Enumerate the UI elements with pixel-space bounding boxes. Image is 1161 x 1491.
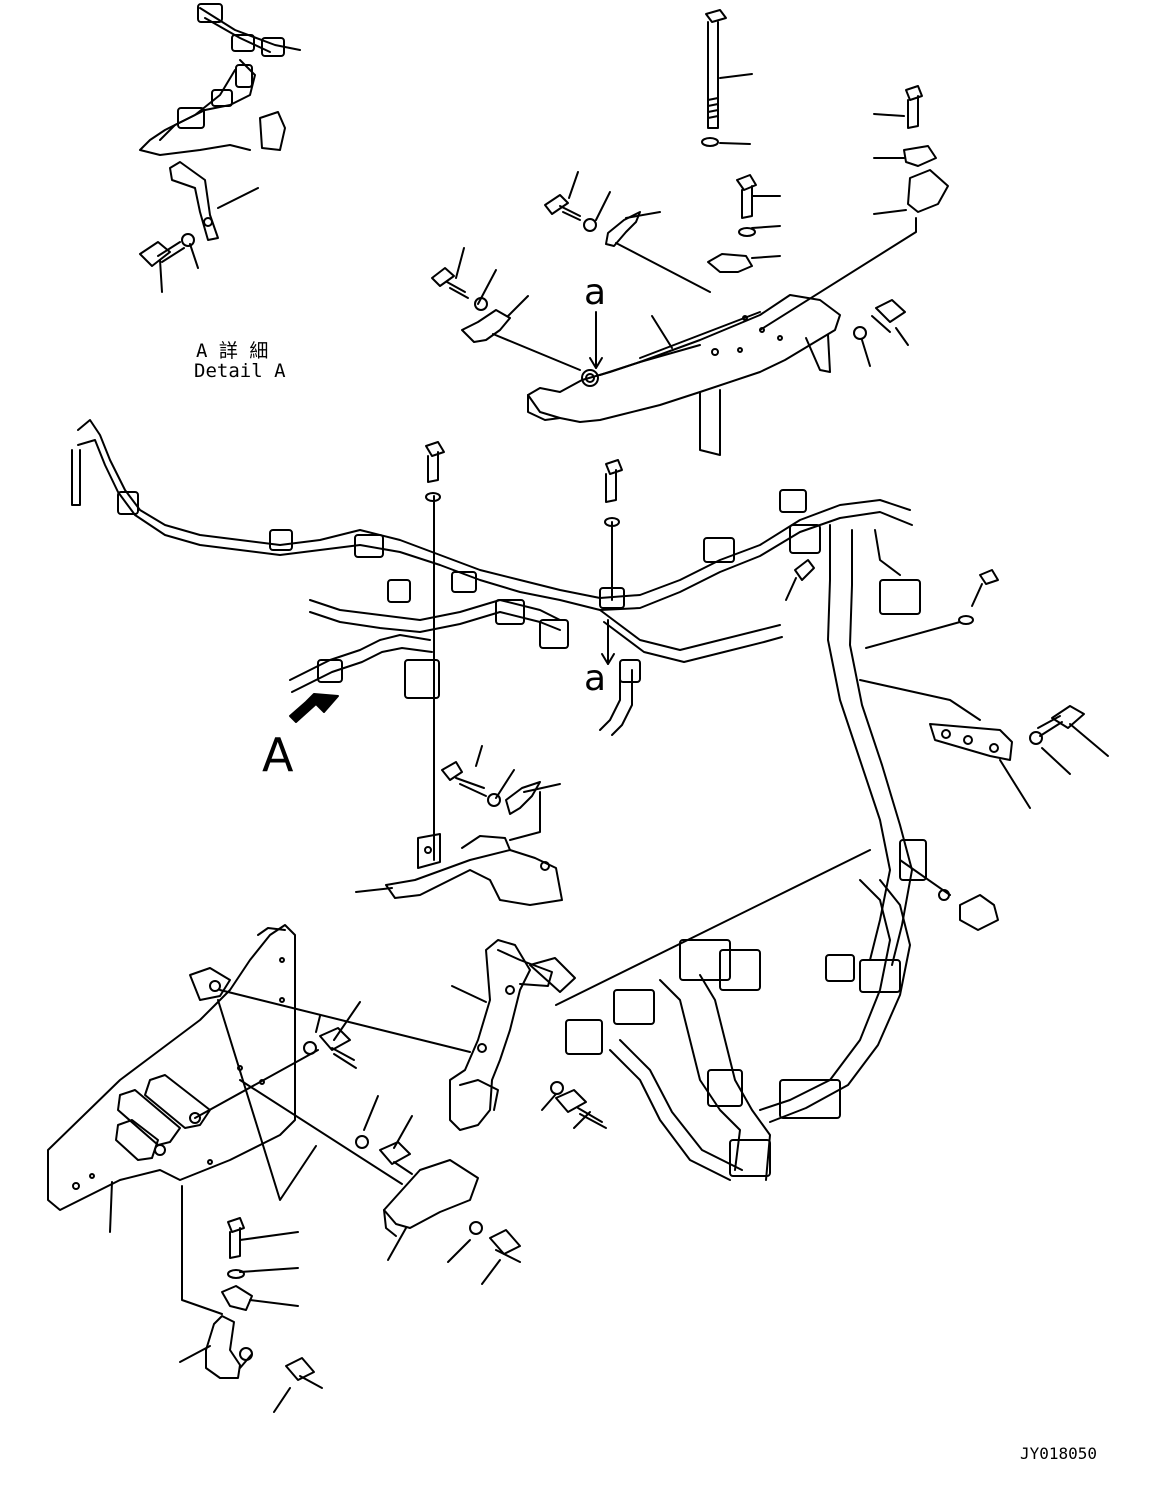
section-a-label-top: a	[584, 272, 607, 313]
detail-caption-english: Detail A	[194, 360, 286, 382]
view-a-arrow-head	[289, 693, 339, 723]
bottom-small-parts	[205, 1027, 607, 1389]
long-stud-bolt	[701, 9, 753, 147]
detail-a-bolt	[139, 233, 195, 267]
main-harness-connectors	[117, 489, 927, 1177]
section-a-label-mid: a	[584, 658, 607, 699]
bottom-right-bracket	[449, 939, 576, 1131]
drawing-number: JY018050	[1020, 1444, 1098, 1463]
small-bracket	[385, 833, 563, 906]
view-a-label: A	[262, 728, 294, 782]
top-small-parts	[431, 85, 949, 343]
top-leader-lines	[455, 113, 917, 371]
detail-a-harness	[139, 3, 301, 241]
detail-caption-japanese: A 詳 細	[196, 340, 269, 362]
middle-fasteners	[425, 441, 1085, 931]
detail-a-leaders	[159, 187, 259, 293]
main-harness-cable	[71, 419, 913, 1181]
middle-leader-lines	[355, 495, 1109, 1006]
bottom-main-bracket	[47, 924, 296, 1211]
bottom-leader-lines	[109, 985, 591, 1413]
top-bracket-plate	[527, 294, 841, 456]
